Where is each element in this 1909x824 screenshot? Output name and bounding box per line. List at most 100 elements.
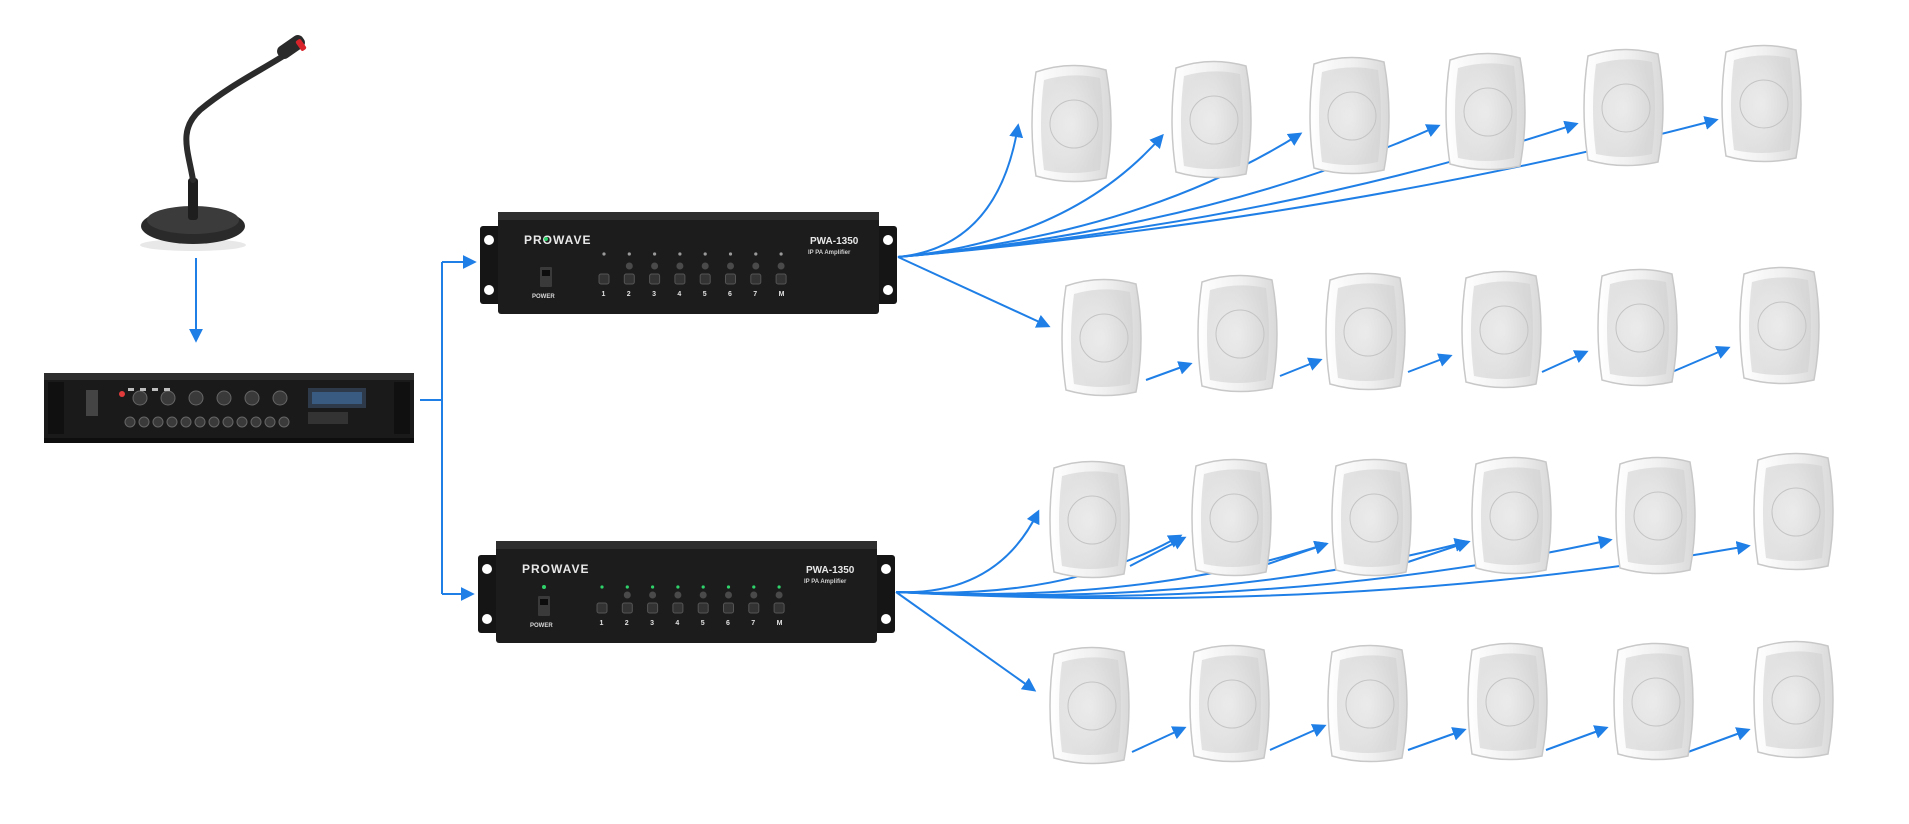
signal-arrow xyxy=(897,123,1024,258)
channel-led xyxy=(728,252,733,256)
channel-number: 4 xyxy=(675,620,679,627)
amp-subtitle: IP PA Amplifier xyxy=(808,250,851,256)
amp-brand: PROWAVE xyxy=(522,562,589,576)
wall-speaker-icon xyxy=(1739,266,1820,385)
channel-led xyxy=(779,252,783,256)
signal-arrow xyxy=(1129,536,1187,567)
signal-arrow xyxy=(1407,353,1453,373)
channel-number: 2 xyxy=(625,620,629,627)
channel-button xyxy=(750,273,762,285)
channel-indicator xyxy=(649,591,657,599)
signal-arrow xyxy=(1145,361,1193,381)
wall-speaker-icon xyxy=(1049,646,1130,765)
channel-number: 4 xyxy=(677,291,681,298)
mixer-indicator xyxy=(164,388,170,391)
signal-arrow xyxy=(1279,357,1323,377)
channel-led xyxy=(651,585,655,589)
channel-button xyxy=(697,602,709,614)
amp-brand: PROWAVE xyxy=(524,233,591,247)
channel-number: 3 xyxy=(652,291,656,298)
wall-speaker-icon xyxy=(1171,60,1252,179)
channel-led xyxy=(701,585,705,589)
signal-arrow xyxy=(1671,345,1731,373)
wall-speaker-icon xyxy=(1061,278,1142,397)
channel-indicator xyxy=(750,591,758,599)
channel-button xyxy=(647,602,659,614)
amp-model: PWA-1350 xyxy=(806,565,855,576)
channel-led xyxy=(627,252,631,256)
channel-indicator xyxy=(651,262,659,270)
wall-speaker-icon xyxy=(1613,642,1694,761)
channel-led xyxy=(602,252,606,256)
mixer-knob xyxy=(138,416,150,428)
wall-speaker-icon xyxy=(1615,456,1696,575)
signal-arrow xyxy=(895,509,1040,594)
signal-arrow xyxy=(1541,350,1589,373)
ip-pa-amplifier-2: PROWAVE PWA-1350 IP PA Amplifier POWER 1… xyxy=(478,541,895,643)
mixer-knob xyxy=(244,390,260,406)
channel-button xyxy=(725,273,736,285)
channel-indicator xyxy=(775,591,783,599)
channel-led xyxy=(600,585,604,589)
signal-arrow xyxy=(1687,727,1751,753)
channel-led xyxy=(754,252,758,256)
channel-led xyxy=(625,585,629,589)
mixer-knob xyxy=(208,416,220,428)
wall-speaker-icon xyxy=(1721,44,1802,163)
wall-speaker-icon xyxy=(1753,640,1834,759)
wall-speaker-icon xyxy=(1309,56,1390,175)
mixer-knob xyxy=(180,416,192,428)
mixer-knob xyxy=(272,390,288,406)
signal-arrow xyxy=(895,591,1037,692)
wall-speaker-icon xyxy=(1189,644,1270,763)
channel-indicator xyxy=(777,262,785,270)
mixer-knob xyxy=(188,390,204,406)
channel-button xyxy=(596,602,608,614)
speaker-array xyxy=(1031,44,1834,765)
channel-button xyxy=(621,602,633,614)
channel-indicator xyxy=(727,262,734,270)
channel-button xyxy=(672,602,684,614)
channel-led xyxy=(726,585,731,589)
channel-button xyxy=(773,602,785,614)
wall-speaker-icon xyxy=(1583,48,1664,167)
channel-indicator xyxy=(676,262,684,270)
mixer-knob xyxy=(264,416,276,428)
channel-number: 5 xyxy=(701,620,705,627)
channel-led xyxy=(777,585,781,589)
mixer-indicator xyxy=(152,388,158,391)
mixer-knob xyxy=(124,416,136,428)
channel-led xyxy=(703,252,707,256)
wall-speaker-icon xyxy=(1445,52,1526,171)
signal-arrow xyxy=(1407,727,1467,751)
gooseneck-microphone-icon xyxy=(140,35,307,251)
channel-led xyxy=(653,252,657,256)
signal-arrow xyxy=(897,133,1164,258)
channel-indicator xyxy=(752,262,760,270)
wall-speaker-icon xyxy=(1471,456,1552,575)
wall-speaker-icon xyxy=(1327,644,1408,763)
channel-number: 6 xyxy=(726,620,730,627)
channel-led xyxy=(752,585,756,589)
channel-number: M xyxy=(777,620,783,627)
power-label: POWER xyxy=(532,294,555,300)
channel-button xyxy=(674,273,686,285)
wall-speaker-icon xyxy=(1031,64,1112,183)
wall-speaker-icon xyxy=(1049,460,1130,579)
mixer-knob xyxy=(222,416,234,428)
channel-number: M xyxy=(779,291,785,298)
channel-led xyxy=(676,585,680,589)
channel-number: 6 xyxy=(728,291,732,298)
wall-speaker-icon xyxy=(1191,458,1272,577)
mixer-indicator xyxy=(128,388,134,391)
mixer-knob xyxy=(160,390,176,406)
channel-button xyxy=(775,273,787,285)
wall-speaker-icon xyxy=(1197,274,1278,393)
mixer-knob xyxy=(132,390,148,406)
wall-speaker-icon xyxy=(1325,272,1406,391)
channel-indicator xyxy=(674,591,682,599)
mixer-knob xyxy=(152,416,164,428)
channel-indicator xyxy=(699,591,707,599)
